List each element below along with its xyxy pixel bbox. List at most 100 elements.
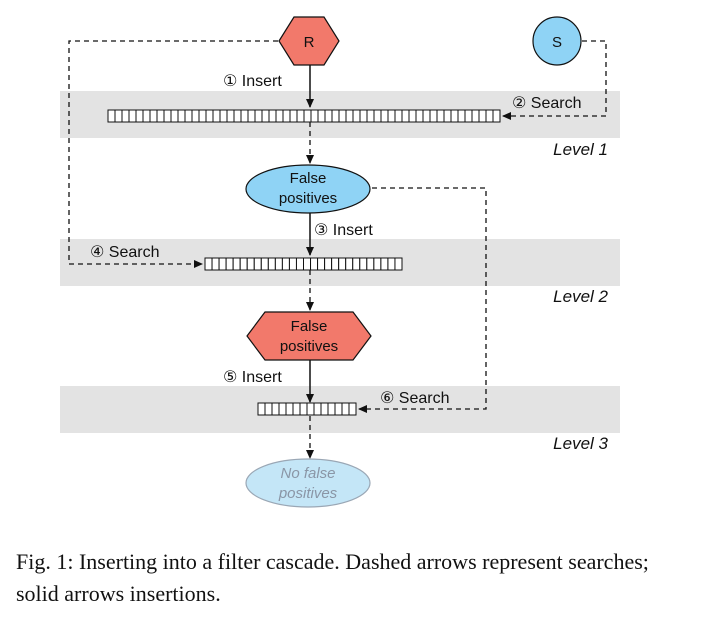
level-2-filter-bits xyxy=(204,257,403,271)
filter-bit xyxy=(408,109,417,123)
filter-bit xyxy=(219,109,228,123)
filter-bit xyxy=(310,109,319,123)
filter-bit xyxy=(352,257,361,271)
filter-bit xyxy=(429,109,438,123)
filter-bit xyxy=(163,109,172,123)
filter-bit xyxy=(387,257,396,271)
filter-bit xyxy=(345,257,354,271)
filter-bit xyxy=(177,109,186,123)
filter-bit xyxy=(149,109,158,123)
filter-bit xyxy=(240,109,249,123)
filter-bit xyxy=(204,257,213,271)
filter-bit xyxy=(366,257,375,271)
filter-bit xyxy=(359,257,368,271)
filter-bit xyxy=(289,109,298,123)
filter-bit xyxy=(267,257,276,271)
filter-bit xyxy=(278,402,287,416)
filter-bit xyxy=(492,109,501,123)
edge-label-4: ④ Search xyxy=(90,244,159,261)
s-circle xyxy=(532,16,582,66)
r-label: R xyxy=(304,34,315,51)
level-3-label: Level 3 xyxy=(553,434,608,453)
filter-bit xyxy=(320,402,329,416)
search-arrow-6 xyxy=(358,187,487,413)
filter-bit xyxy=(264,402,273,416)
filter-bit xyxy=(135,109,144,123)
false-positives-hexagon-line2: positives xyxy=(280,338,338,355)
filter-bit xyxy=(299,402,308,416)
filter-bit xyxy=(205,109,214,123)
false-positives-ellipse-line2: positives xyxy=(279,190,337,207)
filter-bit xyxy=(327,402,336,416)
filter-bit xyxy=(415,109,424,123)
filter-bit xyxy=(422,109,431,123)
filter-bit xyxy=(233,109,242,123)
filter-bit xyxy=(275,109,284,123)
filter-bit xyxy=(288,257,297,271)
level-1-label: Level 1 xyxy=(553,140,608,159)
search-arrow-2 xyxy=(502,40,607,120)
filter-bit xyxy=(334,402,343,416)
filter-bit xyxy=(295,257,304,271)
filter-bit xyxy=(303,257,312,271)
filter-bit xyxy=(292,402,301,416)
filter-bit xyxy=(341,402,350,416)
filter-bit xyxy=(128,109,137,123)
filter-bit xyxy=(457,109,466,123)
filter-bit xyxy=(285,402,294,416)
filter-bit xyxy=(226,109,235,123)
filter-bit xyxy=(170,109,179,123)
edge-label-5: ⑤ Insert xyxy=(223,369,282,386)
filter-bit xyxy=(121,109,130,123)
edge-label-2: ② Search xyxy=(512,95,581,112)
false-positives-hexagon-line1: False xyxy=(291,318,328,335)
filter-bit xyxy=(401,109,410,123)
no-false-positives-line2: positives xyxy=(278,485,338,502)
filter-bit xyxy=(366,109,375,123)
filter-bit xyxy=(218,257,227,271)
s-label: S xyxy=(552,34,562,51)
level-3-filter-bits xyxy=(257,402,357,416)
filter-bit xyxy=(331,257,340,271)
filter-bit xyxy=(485,109,494,123)
filter-bit xyxy=(380,257,389,271)
filter-bit xyxy=(253,257,262,271)
false-positives-hexagon xyxy=(246,311,372,361)
filter-bit xyxy=(450,109,459,123)
filter-bit xyxy=(436,109,445,123)
filter-bit xyxy=(303,109,312,123)
filter-bit xyxy=(239,257,248,271)
filter-bit xyxy=(317,257,326,271)
filter-bit xyxy=(282,109,291,123)
filter-bit xyxy=(211,257,220,271)
filter-bit xyxy=(352,109,361,123)
filter-bit xyxy=(373,257,382,271)
filter-bit xyxy=(348,402,357,416)
filter-bit xyxy=(317,109,326,123)
level-1-filter-bits xyxy=(107,109,501,123)
filter-bit xyxy=(478,109,487,123)
false-positives-ellipse-line1: False xyxy=(290,170,327,187)
filter-bit xyxy=(394,109,403,123)
filter-bit xyxy=(247,109,256,123)
filter-bit xyxy=(274,257,283,271)
search-arrow-4 xyxy=(68,40,278,268)
filter-bit xyxy=(107,109,116,123)
edge-label-3: ③ Insert xyxy=(314,222,373,239)
filter-bit xyxy=(156,109,165,123)
filter-bit xyxy=(380,109,389,123)
filter-bit xyxy=(212,109,221,123)
filter-bit xyxy=(345,109,354,123)
filter-bit xyxy=(257,402,266,416)
filter-bit xyxy=(142,109,151,123)
filter-bit xyxy=(338,109,347,123)
r-hexagon xyxy=(278,16,340,66)
filter-bit xyxy=(232,257,241,271)
filter-bit xyxy=(271,402,280,416)
filter-bit xyxy=(306,402,315,416)
filter-bit xyxy=(331,109,340,123)
filter-bit xyxy=(373,109,382,123)
filter-bit xyxy=(281,257,290,271)
filter-bit xyxy=(394,257,403,271)
edge-label-6: ⑥ Search xyxy=(380,390,449,407)
